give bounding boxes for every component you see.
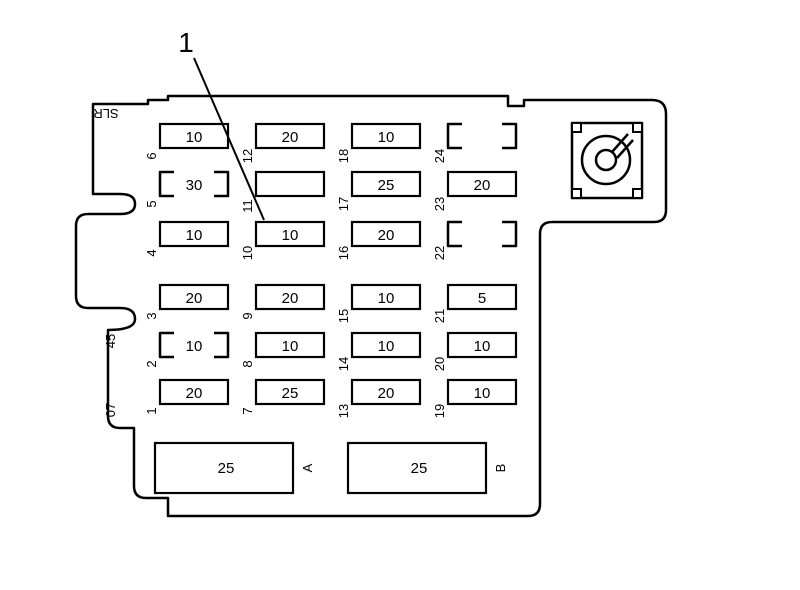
maxi-fuse-a-label: A — [300, 463, 315, 472]
svg-text:10: 10 — [474, 385, 491, 402]
fuse-21: 5 — [446, 283, 518, 311]
svg-text:20: 20 — [378, 227, 395, 244]
pos-16: 16 — [336, 246, 351, 260]
fuse-20: 10 — [446, 331, 518, 359]
pos-23: 23 — [432, 197, 447, 211]
pos-12: 12 — [240, 149, 255, 163]
code-07-label: 07 — [103, 403, 118, 417]
callout-leader-line — [193, 57, 265, 221]
fuse-2: 10 — [158, 331, 230, 359]
svg-text:10: 10 — [378, 129, 395, 146]
pos-14: 14 — [336, 357, 351, 371]
fuse-17: 25 — [350, 170, 422, 198]
pos-2: 2 — [144, 360, 159, 367]
fuse-18: 10 — [350, 122, 422, 150]
code-45-label: 45 — [103, 334, 118, 348]
svg-text:20: 20 — [474, 177, 491, 194]
fuse-10: 10 — [254, 220, 326, 248]
fuse-6: 10 — [158, 122, 230, 150]
pos-21: 21 — [432, 309, 447, 323]
svg-text:30: 30 — [186, 177, 203, 194]
svg-text:1: 1 — [178, 27, 194, 58]
pos-8: 8 — [240, 360, 255, 367]
pos-24: 24 — [432, 149, 447, 163]
slr-label: SLR — [93, 106, 118, 121]
svg-text:10: 10 — [186, 338, 203, 355]
svg-text:25: 25 — [378, 177, 395, 194]
fuse-4: 10 — [158, 220, 230, 248]
maxi-fuse-b: 25 B — [346, 441, 508, 495]
svg-text:10: 10 — [474, 338, 491, 355]
fuse-23: 20 — [446, 170, 518, 198]
svg-text:25: 25 — [411, 460, 428, 477]
fuse-7: 25 — [254, 378, 326, 406]
fuse-8: 10 — [254, 331, 326, 359]
svg-text:10: 10 — [186, 227, 203, 244]
fuse-9: 20 — [254, 283, 326, 311]
svg-text:10: 10 — [378, 290, 395, 307]
fuse-19: 10 — [446, 378, 518, 406]
pos-11: 11 — [240, 199, 255, 213]
fuse-11-empty — [254, 170, 326, 198]
fuse-16: 20 — [350, 220, 422, 248]
fuse-1: 20 — [158, 378, 230, 406]
pos-19: 19 — [432, 404, 447, 418]
fuse-13: 20 — [350, 378, 422, 406]
svg-text:20: 20 — [282, 290, 299, 307]
fuse-24-empty — [446, 122, 518, 150]
svg-text:20: 20 — [186, 290, 203, 307]
pos-17: 17 — [336, 197, 351, 211]
svg-text:20: 20 — [282, 129, 299, 146]
svg-text:25: 25 — [218, 460, 235, 477]
fuse-22-empty — [446, 220, 518, 248]
pos-1: 1 — [144, 407, 159, 414]
fuse-14: 10 — [350, 331, 422, 359]
callout-1: 1 — [178, 27, 265, 221]
maxi-fuse-a: 25 A — [153, 441, 315, 495]
svg-text:25: 25 — [282, 385, 299, 402]
fuse-5: 30 — [158, 170, 230, 198]
pos-5: 5 — [144, 200, 159, 207]
pos-15: 15 — [336, 309, 351, 323]
pos-18: 18 — [336, 149, 351, 163]
fuse-12: 20 — [254, 122, 326, 150]
fuse-15: 10 — [350, 283, 422, 311]
svg-text:10: 10 — [186, 129, 203, 146]
svg-text:10: 10 — [282, 227, 299, 244]
position-numbers: 6 5 4 3 2 1 12 11 10 9 8 7 18 17 16 15 1… — [144, 149, 447, 418]
svg-text:10: 10 — [378, 338, 395, 355]
pos-20: 20 — [432, 357, 447, 371]
pos-9: 9 — [240, 312, 255, 319]
svg-text:20: 20 — [378, 385, 395, 402]
pos-6: 6 — [144, 152, 159, 159]
pos-10: 10 — [240, 246, 255, 260]
fuse-block-outline — [74, 94, 668, 518]
svg-text:20: 20 — [186, 385, 203, 402]
svg-text:10: 10 — [282, 338, 299, 355]
maxi-fuse-b-label: B — [493, 464, 508, 473]
pos-22: 22 — [432, 246, 447, 260]
pos-4: 4 — [144, 249, 159, 256]
svg-text:5: 5 — [478, 290, 486, 307]
relay-socket — [570, 121, 644, 200]
fuse-3: 20 — [158, 283, 230, 311]
pos-7: 7 — [240, 407, 255, 414]
pos-13: 13 — [336, 404, 351, 418]
pos-3: 3 — [144, 312, 159, 319]
